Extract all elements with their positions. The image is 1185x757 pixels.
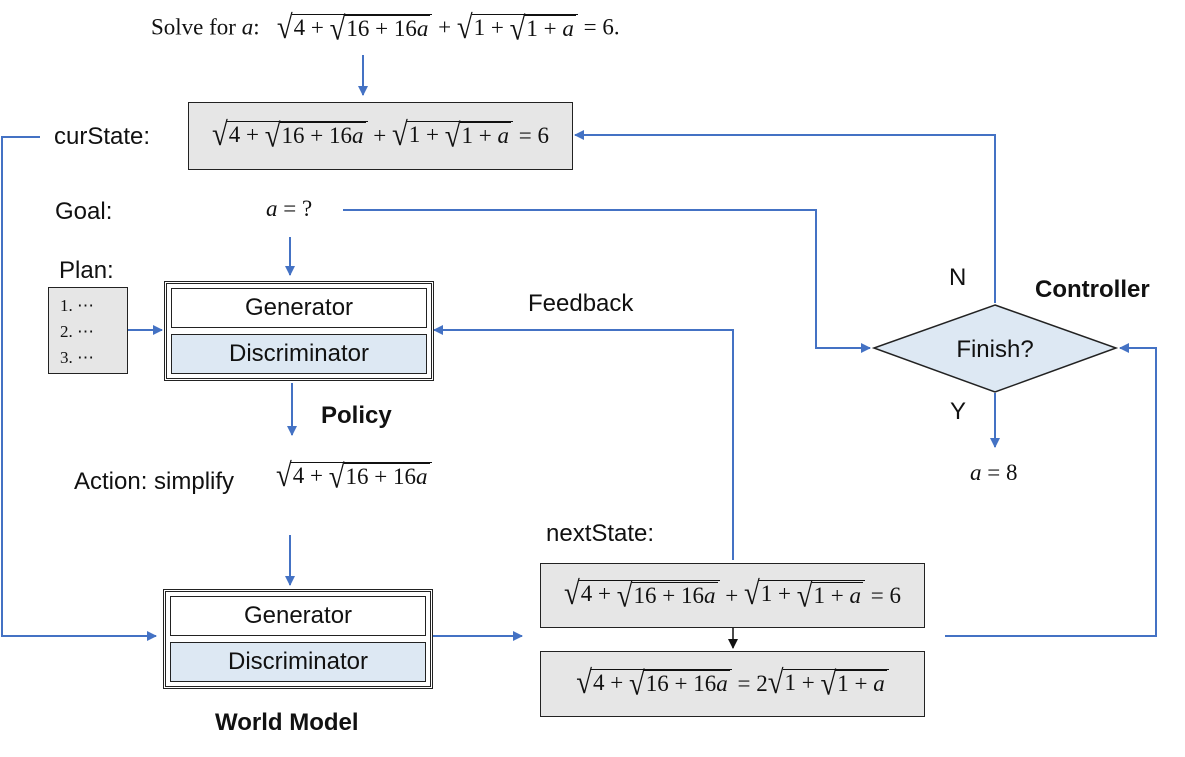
goal-label: Goal: [55,198,113,225]
arrow-nextstate-to-controller [945,343,1157,637]
policy-module: Generator Discriminator [164,281,434,381]
arrow-goal-to-controller [343,209,871,353]
feedback-label: Feedback [528,290,634,317]
action-label: Action: simplify [74,468,235,495]
controller-title: Controller [1035,276,1150,303]
policy-generator: Generator [171,288,427,328]
world-model-module: Generator Discriminator [163,589,433,689]
answer-math: a = 8 [970,460,1018,485]
world-model-generator: Generator [170,596,426,636]
plan-box: 1. ⋯ 2. ⋯ 3. ⋯ [48,287,128,374]
plan-item: 2. ⋯ [60,322,94,341]
problem-statement: Solve for a: √4 + √16 + 16a + √1 + √1 + … [151,9,620,48]
problem-prefix: Solve for [151,14,236,40]
sqrt-outer-1: √4 + √16 + 16a [277,11,433,46]
finish-decision-label: Finish? [956,336,1034,363]
plan-item: 3. ⋯ [60,348,94,367]
controller-diamond [871,304,1119,393]
problem-var: a [241,14,254,40]
arrow-curstate-to-worldmodel [1,136,157,641]
arrow-controller-no-to-curstate [574,130,996,303]
nextstate-label: nextState: [546,520,655,547]
nextstate-box: √4 + √16 + 16a + √1 + √1 + a = 6 [540,563,925,628]
goal-math: a = ? [266,196,313,221]
world-model-discriminator: Discriminator [170,642,426,682]
branch-no-label: N [949,264,967,291]
curstate-box: √4 + √16 + 16a + √1 + √1 + a = 6 [188,102,573,170]
branch-yes-label: Y [950,398,967,425]
plan-item: 1. ⋯ [60,296,94,315]
simplified-state-box: √4 + √16 + 16a = 2 √1 + √1 + a [540,651,925,717]
problem-colon: : [253,14,260,40]
sqrt-outer-2: √1 + √1 + a [457,11,578,46]
problem-tail: = 6. [583,14,620,40]
policy-discriminator: Discriminator [171,334,427,374]
curstate-label: curState: [54,123,151,150]
arrow-feedback [433,325,734,560]
world-model-title: World Model [215,709,359,736]
policy-title: Policy [321,402,392,429]
action-math: √4 + √16 + 16a [276,459,432,494]
plan-label: Plan: [59,257,114,284]
